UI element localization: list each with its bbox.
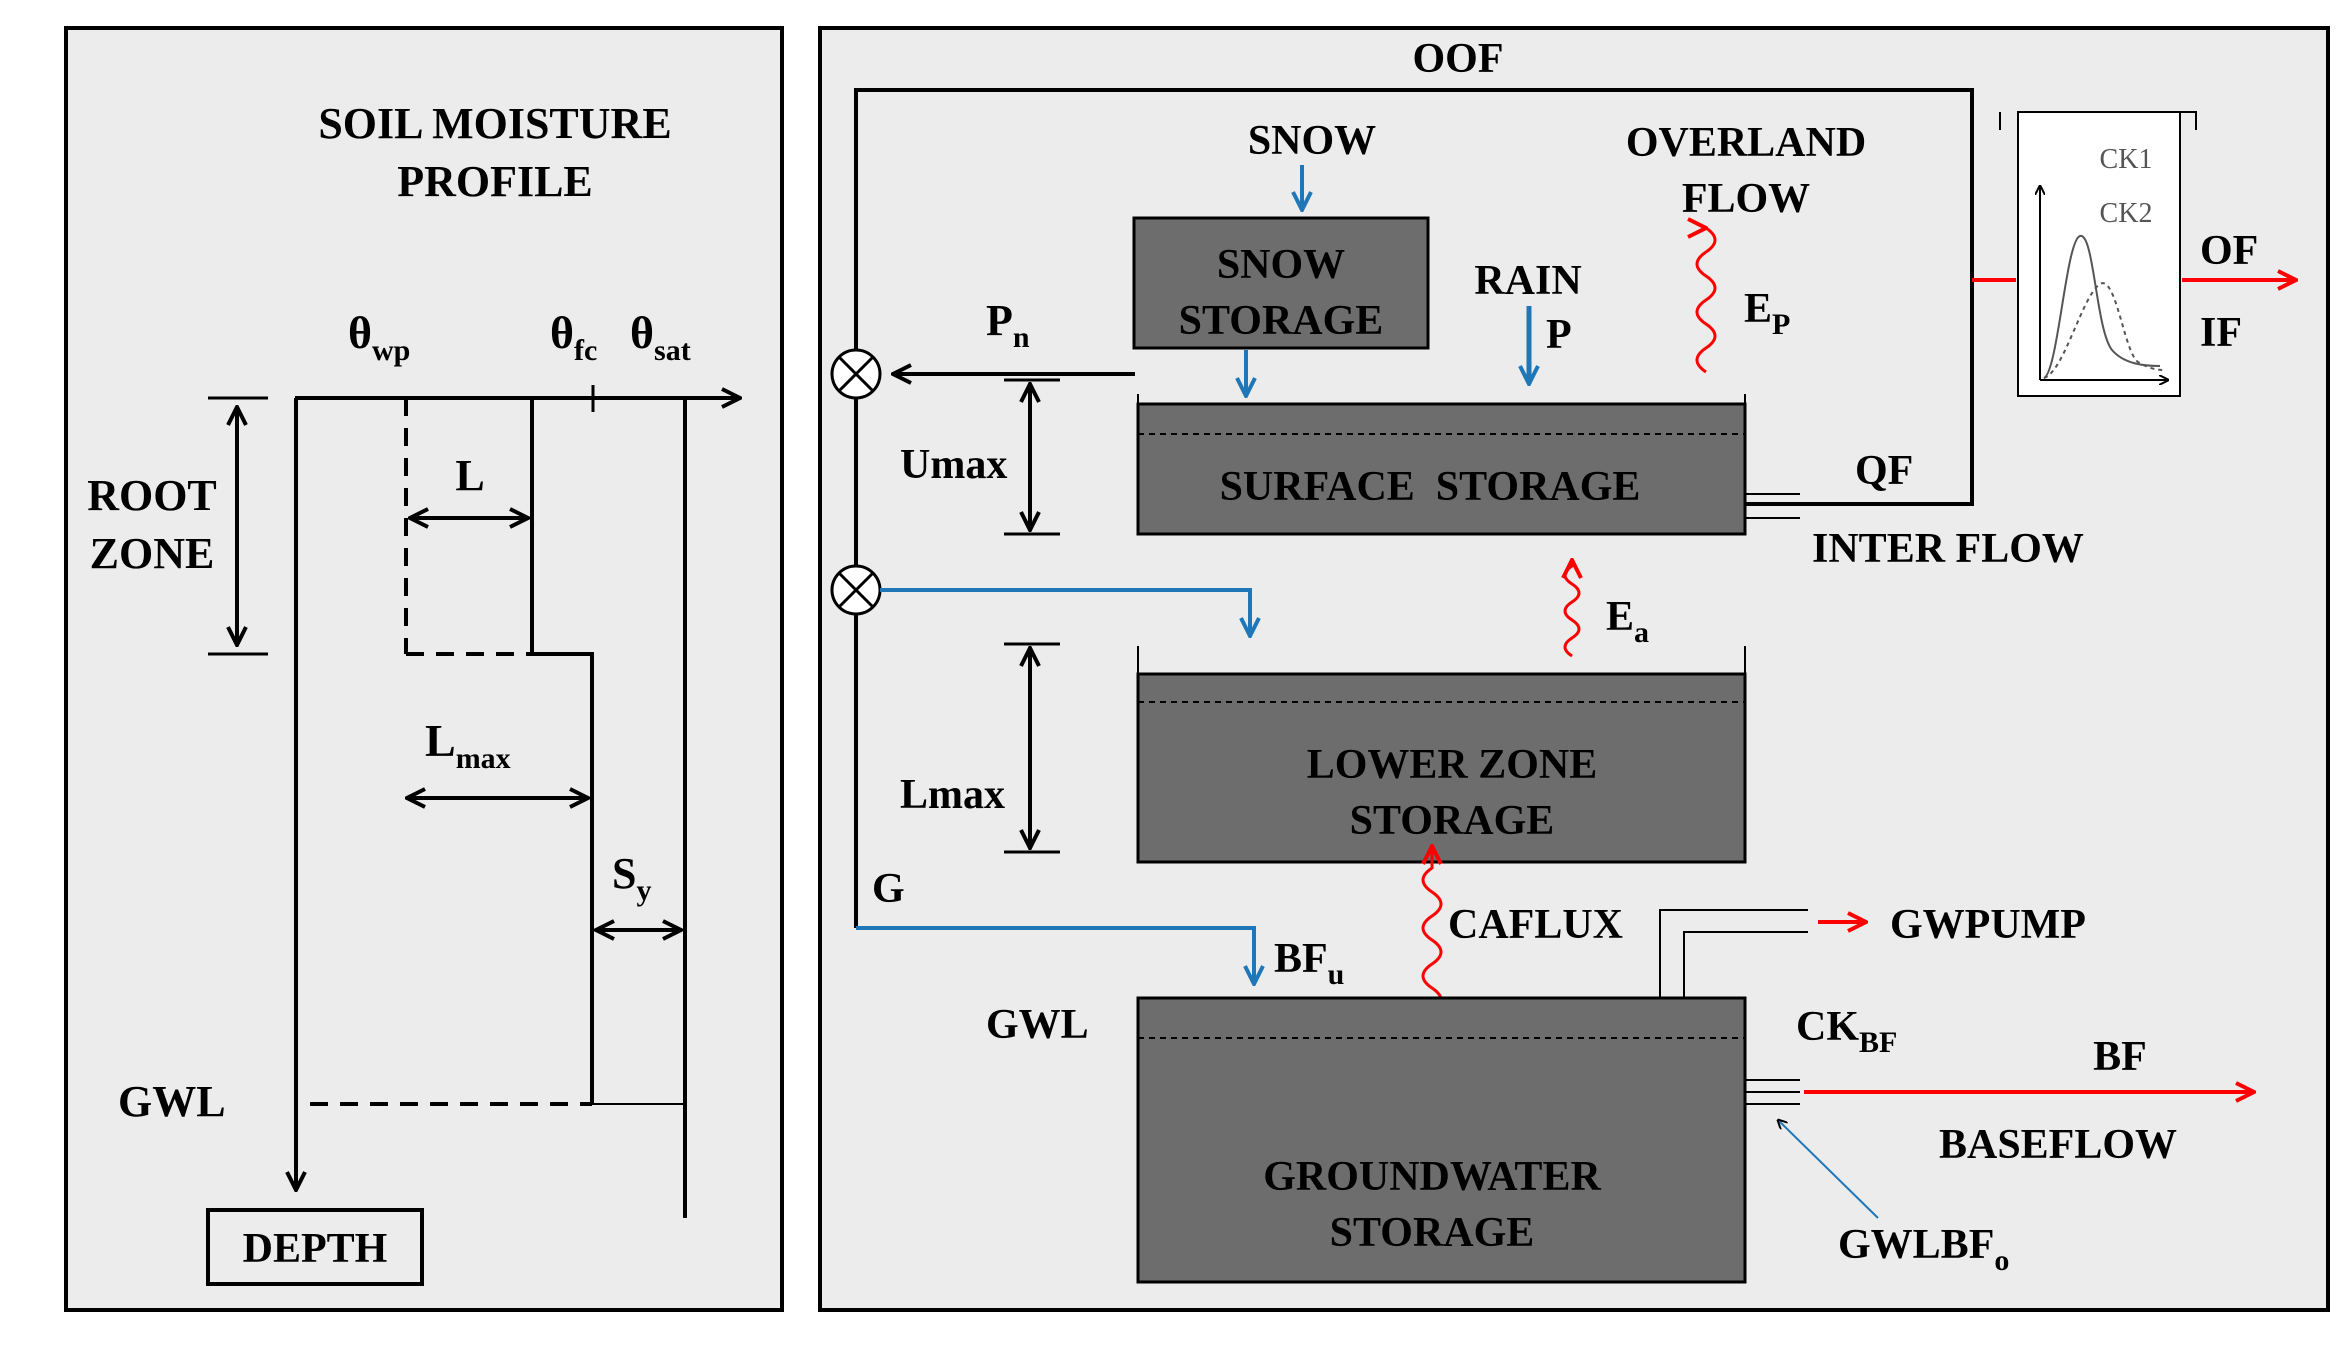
g-label: G xyxy=(872,866,905,912)
bfu-label: BFu xyxy=(1274,936,1344,991)
lmax-right-label: Lmax xyxy=(900,772,1005,818)
routing-box xyxy=(2017,111,2181,397)
oof-loop-line xyxy=(854,88,1974,506)
gwpump-label: GWPUMP xyxy=(1890,902,2086,948)
left-title-line1: SOIL MOISTURE xyxy=(318,99,671,148)
snow-storage-line2: STORAGE xyxy=(1179,298,1384,344)
snow-storage-box xyxy=(1132,216,1430,350)
overland-flow-line2: FLOW xyxy=(1682,176,1810,222)
snow-storage-line1: SNOW xyxy=(1217,242,1345,288)
of-label: OF xyxy=(2200,228,2258,274)
ea-evaporation-arrow xyxy=(1565,560,1579,658)
snow-label: SNOW xyxy=(1248,118,1376,164)
left-panel xyxy=(64,26,784,1312)
fc-profile-line xyxy=(530,398,594,1104)
caflux-label: CAFLUX xyxy=(1448,902,1623,948)
theta-wp-label: θwp xyxy=(348,307,410,367)
left-title-line2: PROFILE xyxy=(397,157,593,206)
depth-box xyxy=(206,1208,424,1286)
ck1-label: CK1 xyxy=(2100,144,2153,175)
inter-flow-label: INTER FLOW xyxy=(1812,526,2084,572)
depth-label: DEPTH xyxy=(243,1226,388,1272)
junction-lower xyxy=(830,564,882,616)
ck2-hydrograph xyxy=(2043,282,2165,379)
if-label: IF xyxy=(2200,310,2242,356)
lower-zone-storage-box xyxy=(1136,672,1747,864)
ea-label: Ea xyxy=(1606,594,1649,649)
gwlbfo-pointer xyxy=(1778,1120,1879,1219)
ep-evaporation-arrow xyxy=(1695,228,1715,374)
root-zone-label-line2: ZONE xyxy=(90,529,215,578)
theta-fc-label: θfc xyxy=(550,307,597,367)
ep-label: EP xyxy=(1744,286,1790,341)
baseflow-label: BASEFLOW xyxy=(1939,1122,2177,1168)
ckbf-label: CKBF xyxy=(1796,1004,1897,1059)
rain-label: RAIN xyxy=(1474,258,1581,304)
surface-storage-box xyxy=(1136,402,1747,536)
sy-label: Sy xyxy=(612,849,651,907)
junction-upper xyxy=(830,348,882,400)
l-label: L xyxy=(455,451,484,500)
lmax-label: Lmax xyxy=(425,715,511,775)
groundwater-storage-box xyxy=(1136,996,1747,1284)
pn-label: Pn xyxy=(986,296,1030,354)
oof-label: OOF xyxy=(1413,36,1504,82)
p-label: P xyxy=(1546,312,1572,358)
gwlbfo-label: GWLBFo xyxy=(1838,1222,2009,1277)
groundwater-line1: GROUNDWATER xyxy=(1263,1154,1601,1200)
left-gwl-label: GWL xyxy=(118,1077,226,1126)
qf-label: QF xyxy=(1855,448,1913,494)
bfu-arrow xyxy=(856,926,1254,984)
routing-box-bracket-right xyxy=(2180,111,2197,130)
bf-label: BF xyxy=(2093,1034,2147,1080)
percolation-arrow xyxy=(880,588,1250,636)
ck1-hydrograph xyxy=(2043,235,2161,379)
lower-zone-line1: LOWER ZONE xyxy=(1307,742,1598,788)
right-gwl-label: GWL xyxy=(986,1002,1089,1048)
umax-label: Umax xyxy=(900,442,1007,488)
overland-flow-line1: OVERLAND xyxy=(1626,120,1866,166)
surface-storage-label: SURFACE STORAGE xyxy=(1220,464,1641,510)
groundwater-line2: STORAGE xyxy=(1330,1210,1535,1256)
ck2-label: CK2 xyxy=(2100,198,2153,229)
root-zone-label-line1: ROOT xyxy=(87,471,217,520)
theta-sat-label: θsat xyxy=(630,307,691,367)
lower-zone-line2: STORAGE xyxy=(1350,798,1555,844)
